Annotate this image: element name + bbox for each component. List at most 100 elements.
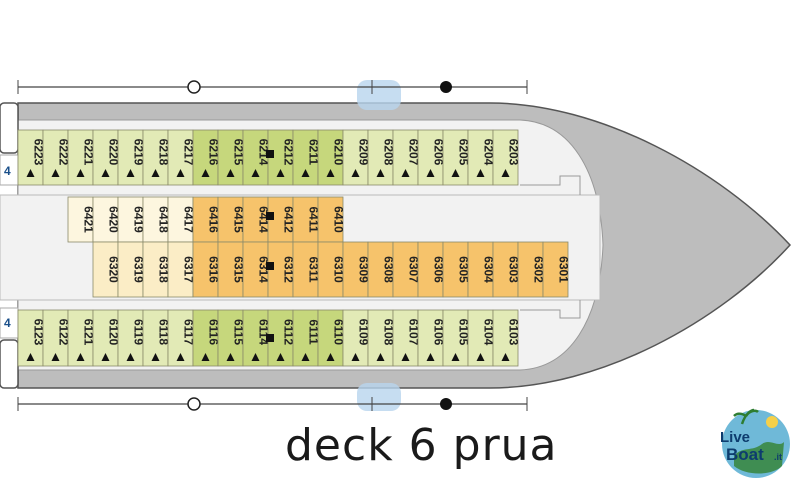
cabin-6122[interactable]: 6122 [42, 309, 71, 367]
cabin-6103[interactable]: 6103 [492, 309, 521, 367]
cabin-6414[interactable]: 6414 [242, 196, 271, 243]
cabin-6217[interactable]: 6217 [167, 129, 196, 186]
cabin-number: 6309 [357, 256, 371, 283]
left-stub-top [0, 102, 19, 154]
cabin-6206[interactable]: 6206 [417, 129, 446, 186]
cabin-6203[interactable]: 6203 [492, 129, 521, 186]
cabin-6315[interactable]: 6315 [217, 241, 246, 298]
cabin-6318[interactable]: 6318 [142, 241, 171, 298]
cabin-6214[interactable]: 6214 [242, 129, 271, 186]
cabin-6410[interactable]: 6410 [317, 196, 346, 243]
cabin-6105[interactable]: 6105 [442, 309, 471, 367]
cabin-6317[interactable]: 6317 [167, 241, 196, 298]
logo-line2: Boat [726, 445, 764, 464]
cabin-6209[interactable]: 6209 [342, 129, 371, 186]
cabin-number: 6215 [232, 139, 246, 166]
cabin-6219[interactable]: 6219 [117, 129, 146, 186]
cabin-6111[interactable]: 6111 [292, 309, 321, 367]
cabin-6304[interactable]: 6304 [467, 241, 496, 298]
filled-circle-marker-bottom [440, 398, 452, 410]
left-stub-bottom [0, 339, 19, 389]
cabin-6301[interactable]: 6301 [542, 241, 571, 298]
lift-square-icon [266, 262, 274, 270]
cabin-6308[interactable]: 6308 [367, 241, 396, 298]
cabin-number: 6303 [507, 256, 521, 283]
liveboat-logo: Live Boat .it [720, 408, 790, 478]
cabin-6310[interactable]: 6310 [317, 241, 346, 298]
cabin-box [167, 241, 194, 298]
cabin-6107[interactable]: 6107 [392, 309, 421, 367]
cabin-number: 6212 [282, 139, 296, 166]
balcony-triangle-icon [276, 353, 285, 361]
cabin-6420[interactable]: 6420 [92, 196, 121, 243]
cabin-6121[interactable]: 6121 [67, 309, 96, 367]
cabin-6223[interactable]: 6223 [17, 129, 46, 186]
cabin-6211[interactable]: 6211 [292, 129, 321, 186]
cabin-6302[interactable]: 6302 [517, 241, 546, 298]
cabin-6220[interactable]: 6220 [92, 129, 121, 186]
cabin-6215[interactable]: 6215 [217, 129, 246, 186]
cabin-6120[interactable]: 6120 [92, 309, 121, 367]
cabin-number: 6317 [182, 256, 196, 283]
cabin-number: 6118 [157, 319, 171, 345]
cabin-6303[interactable]: 6303 [492, 241, 521, 298]
cabin-number: 6315 [232, 256, 246, 283]
cabin-6204[interactable]: 6204 [467, 129, 496, 186]
cabin-6305[interactable]: 6305 [442, 241, 471, 298]
cabin-6207[interactable]: 6207 [392, 129, 421, 186]
cabin-6116[interactable]: 6116 [192, 309, 221, 367]
cabin-6306[interactable]: 6306 [417, 241, 446, 298]
cabin-6108[interactable]: 6108 [367, 309, 396, 367]
balcony-triangle-icon [126, 169, 135, 177]
cabin-6307[interactable]: 6307 [392, 241, 421, 298]
stair-step-top [520, 175, 581, 195]
cabin-number: 6211 [307, 139, 321, 165]
cabin-number: 6209 [357, 139, 371, 166]
cabin-6309[interactable]: 6309 [342, 241, 371, 298]
cabin-6104[interactable]: 6104 [467, 309, 496, 367]
cabin-box [442, 241, 469, 298]
open-circle-marker-bottom [187, 397, 201, 411]
cabin-number: 6420 [107, 206, 121, 233]
cabin-6222[interactable]: 6222 [42, 129, 71, 186]
cabin-6416[interactable]: 6416 [192, 196, 221, 243]
cabin-6123[interactable]: 6123 [17, 309, 46, 367]
cabin-6205[interactable]: 6205 [442, 129, 471, 186]
cabin-6109[interactable]: 6109 [342, 309, 371, 367]
cabin-6411[interactable]: 6411 [292, 196, 321, 243]
logo-line1: Live [720, 429, 750, 446]
balcony-triangle-icon [151, 169, 160, 177]
cabin-number: 6310 [332, 256, 346, 283]
cabin-6415[interactable]: 6415 [217, 196, 246, 243]
cabin-6208[interactable]: 6208 [367, 129, 396, 186]
cabin-6320[interactable]: 6320 [92, 241, 121, 298]
cabin-6316[interactable]: 6316 [192, 241, 221, 298]
logo-palm-icon [733, 408, 759, 425]
cabin-6110[interactable]: 6110 [317, 309, 346, 367]
cabin-6115[interactable]: 6115 [217, 309, 246, 367]
cabin-6417[interactable]: 6417 [167, 196, 196, 243]
cabin-6421[interactable]: 6421 [67, 196, 96, 243]
cabin-6117[interactable]: 6117 [167, 309, 196, 367]
cabin-6419[interactable]: 6419 [117, 196, 146, 243]
balcony-triangle-icon [101, 353, 110, 361]
balcony-triangle-icon [251, 353, 260, 361]
cabin-number: 6115 [232, 319, 246, 345]
cabin-6319[interactable]: 6319 [117, 241, 146, 298]
cabin-6311[interactable]: 6311 [292, 241, 321, 298]
cabin-6106[interactable]: 6106 [417, 309, 446, 367]
cabin-6218[interactable]: 6218 [142, 129, 171, 186]
cabin-6118[interactable]: 6118 [142, 309, 171, 367]
balcony-triangle-icon [476, 169, 485, 177]
cabin-6119[interactable]: 6119 [117, 309, 146, 367]
cabin-box [242, 196, 269, 243]
cabin-number: 6119 [132, 319, 146, 345]
cabin-number: 6311 [307, 256, 321, 282]
cabin-6216[interactable]: 6216 [192, 129, 221, 186]
balcony-triangle-icon [326, 353, 335, 361]
cabin-6210[interactable]: 6210 [317, 129, 346, 186]
cabin-number: 6221 [82, 139, 96, 166]
cabin-6221[interactable]: 6221 [67, 129, 96, 186]
cabin-6418[interactable]: 6418 [142, 196, 171, 243]
cabin-6412[interactable]: 6412 [267, 196, 296, 243]
